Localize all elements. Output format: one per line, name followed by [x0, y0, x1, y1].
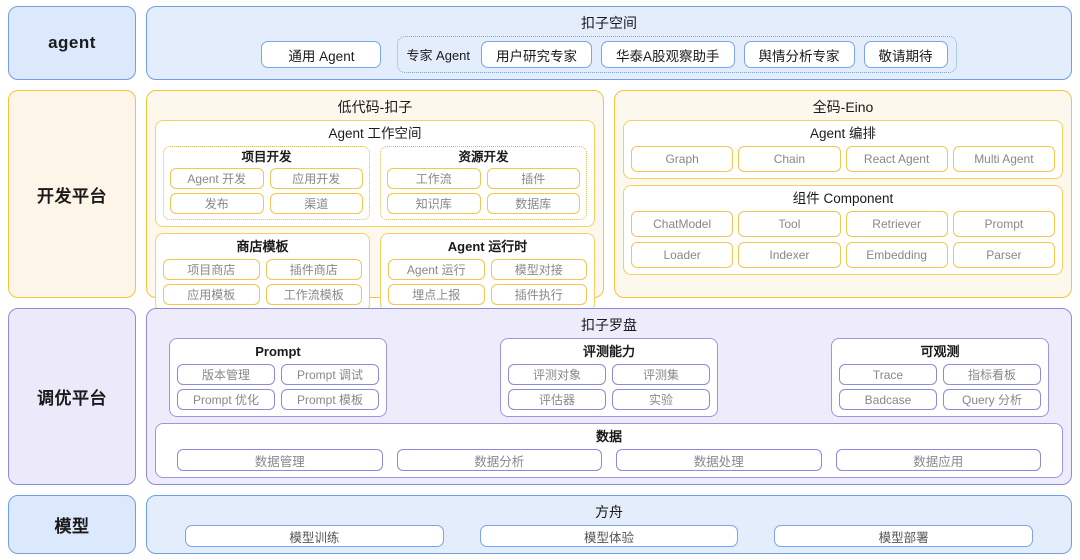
row-label-agent: agent [8, 6, 136, 80]
item-experiment[interactable]: 实验 [612, 389, 710, 410]
item-parser[interactable]: Parser [952, 242, 1055, 268]
item-app-template[interactable]: 应用模板 [163, 284, 260, 305]
card-agent-orchestration: Agent 编排 Graph Chain React Agent Multi A… [623, 120, 1063, 179]
item-knowledge-base[interactable]: 知识库 [387, 193, 481, 214]
item-prompt-template[interactable]: Prompt 模板 [281, 389, 379, 410]
card-data: 数据 数据管理 数据分析 数据处理 数据应用 [155, 423, 1063, 478]
card-store-template: 商店模板 项目商店 插件商店 应用模板 工作流模板 [155, 233, 370, 312]
item-app-dev[interactable]: 应用开发 [269, 168, 363, 189]
item-react-agent[interactable]: React Agent [845, 146, 948, 172]
panel-fullcode-eino: 全码-Eino Agent 编排 Graph Chain React Agent… [614, 90, 1072, 298]
item-version-mgmt[interactable]: 版本管理 [177, 364, 275, 385]
card-title-agent-runtime: Agent 运行时 [447, 239, 528, 254]
group-resource-dev: 资源开发 工作流 插件 知识库 数据库 [380, 146, 587, 220]
row-label-dev-platform: 开发平台 [8, 90, 136, 298]
item-agent-dev[interactable]: Agent 开发 [170, 168, 264, 189]
item-model-connect[interactable]: 模型对接 [490, 259, 587, 280]
expert-agent-item[interactable]: 敬请期待 [863, 41, 948, 68]
agent-strip: 通用 Agent 专家 Agent 用户研究专家 华泰A股观察助手 舆情分析专家… [155, 36, 1063, 73]
row-model: 模型 方舟 模型训练 模型体验 模型部署 [8, 495, 1072, 554]
item-plugin[interactable]: 插件 [486, 168, 580, 189]
item-plugin-store[interactable]: 插件商店 [265, 259, 362, 280]
panel-coze-loop: 扣子罗盘 Prompt 版本管理 Prompt 调试 Prompt 优化 Pro… [146, 308, 1072, 485]
group-project-dev: 项目开发 Agent 开发 应用开发 发布 渠道 [163, 146, 370, 220]
panel-lowcode-coze: 低代码-扣子 Agent 工作空间 项目开发 Agent 开发 应用开发 发布 … [146, 90, 604, 312]
row-dev-platform: 开发平台 低代码-扣子 Agent 工作空间 项目开发 Agent 开发 应用开… [8, 90, 1072, 312]
panel-title-lowcode-coze: 低代码-扣子 [337, 99, 413, 115]
card-agent-workspace: Agent 工作空间 项目开发 Agent 开发 应用开发 发布 渠道 [155, 120, 595, 227]
item-agent-run[interactable]: Agent 运行 [388, 259, 485, 280]
item-eval-object[interactable]: 评测对象 [508, 364, 606, 385]
item-channel[interactable]: 渠道 [269, 193, 363, 214]
panel-ark: 方舟 模型训练 模型体验 模型部署 [146, 495, 1072, 554]
item-prompt[interactable]: Prompt [952, 211, 1055, 237]
item-metrics-board[interactable]: 指标看板 [943, 364, 1041, 385]
item-data-mgmt[interactable]: 数据管理 [177, 449, 383, 471]
row-label-model: 模型 [8, 495, 136, 554]
card-title-data: 数据 [595, 429, 622, 444]
item-loader[interactable]: Loader [631, 242, 734, 268]
item-embedding[interactable]: Embedding [845, 242, 948, 268]
item-plugin-exec[interactable]: 插件执行 [490, 284, 587, 305]
general-agent-button[interactable]: 通用 Agent [261, 41, 382, 68]
expert-agent-item[interactable]: 华泰A股观察助手 [601, 41, 735, 68]
item-graph[interactable]: Graph [631, 146, 734, 172]
card-prompt: Prompt 版本管理 Prompt 调试 Prompt 优化 Prompt 模… [169, 338, 387, 417]
item-evaluator[interactable]: 评估器 [508, 389, 606, 410]
item-data-processing[interactable]: 数据处理 [616, 449, 822, 471]
panel-title-ark: 方舟 [595, 504, 623, 520]
card-evaluation: 评测能力 评测对象 评测集 评估器 实验 [500, 338, 718, 417]
expert-agent-items: 用户研究专家 华泰A股观察助手 舆情分析专家 敬请期待 [481, 41, 948, 68]
card-component: 组件 Component ChatModel Tool Retriever Pr… [623, 185, 1063, 275]
expert-agent-group: 专家 Agent 用户研究专家 华泰A股观察助手 舆情分析专家 敬请期待 [397, 36, 957, 73]
expert-agent-item[interactable]: 舆情分析专家 [743, 41, 855, 68]
item-model-experience[interactable]: 模型体验 [479, 525, 739, 547]
item-model-deployment[interactable]: 模型部署 [774, 525, 1033, 547]
item-tracking-report[interactable]: 埋点上报 [388, 284, 485, 305]
item-workflow-template[interactable]: 工作流模板 [265, 284, 362, 305]
item-model-training[interactable]: 模型训练 [185, 525, 444, 547]
group-title-resource-dev: 资源开发 [458, 150, 509, 164]
item-project-store[interactable]: 项目商店 [163, 259, 260, 280]
card-title-evaluation: 评测能力 [582, 344, 635, 359]
card-title-observability: 可观测 [920, 344, 960, 359]
row-tuning-platform: 调优平台 扣子罗盘 Prompt 版本管理 Prompt 调试 Prompt 优… [8, 308, 1072, 485]
panel-title-coze-space: 扣子空间 [581, 15, 637, 31]
item-database[interactable]: 数据库 [486, 193, 580, 214]
item-trace[interactable]: Trace [839, 364, 937, 385]
item-chain[interactable]: Chain [738, 146, 841, 172]
item-publish[interactable]: 发布 [170, 193, 264, 214]
item-eval-set[interactable]: 评测集 [612, 364, 710, 385]
item-prompt-optimize[interactable]: Prompt 优化 [177, 389, 275, 410]
row-agent: agent 扣子空间 通用 Agent 专家 Agent 用户研究专家 华泰A股… [8, 6, 1072, 80]
item-query-analysis[interactable]: Query 分析 [943, 389, 1041, 410]
panel-title-fullcode-eino: 全码-Eino [812, 99, 874, 115]
card-title-component: 组件 Component [792, 191, 894, 206]
item-prompt-debug[interactable]: Prompt 调试 [281, 364, 379, 385]
item-chatmodel[interactable]: ChatModel [631, 211, 734, 237]
card-agent-runtime: Agent 运行时 Agent 运行 模型对接 埋点上报 插件执行 [380, 233, 595, 312]
card-title-prompt: Prompt [255, 344, 301, 359]
item-indexer[interactable]: Indexer [738, 242, 841, 268]
card-title-agent-orchestration: Agent 编排 [809, 126, 877, 141]
panel-coze-space: 扣子空间 通用 Agent 专家 Agent 用户研究专家 华泰A股观察助手 舆… [146, 6, 1072, 80]
row-label-tuning-platform: 调优平台 [8, 308, 136, 485]
item-badcase[interactable]: Badcase [839, 389, 937, 410]
panel-title-coze-loop: 扣子罗盘 [581, 317, 637, 333]
expert-agent-label: 专家 Agent [406, 48, 471, 63]
item-retriever[interactable]: Retriever [845, 211, 948, 237]
item-data-analysis[interactable]: 数据分析 [396, 449, 602, 471]
expert-agent-item[interactable]: 用户研究专家 [481, 41, 593, 68]
group-title-project-dev: 项目开发 [241, 150, 292, 164]
item-data-application[interactable]: 数据应用 [835, 449, 1041, 471]
card-title-agent-workspace: Agent 工作空间 [328, 126, 422, 141]
item-tool[interactable]: Tool [738, 211, 841, 237]
item-workflow[interactable]: 工作流 [387, 168, 481, 189]
item-multi-agent[interactable]: Multi Agent [952, 146, 1055, 172]
card-title-store-template: 商店模板 [236, 239, 289, 254]
card-observability: 可观测 Trace 指标看板 Badcase Query 分析 [831, 338, 1049, 417]
